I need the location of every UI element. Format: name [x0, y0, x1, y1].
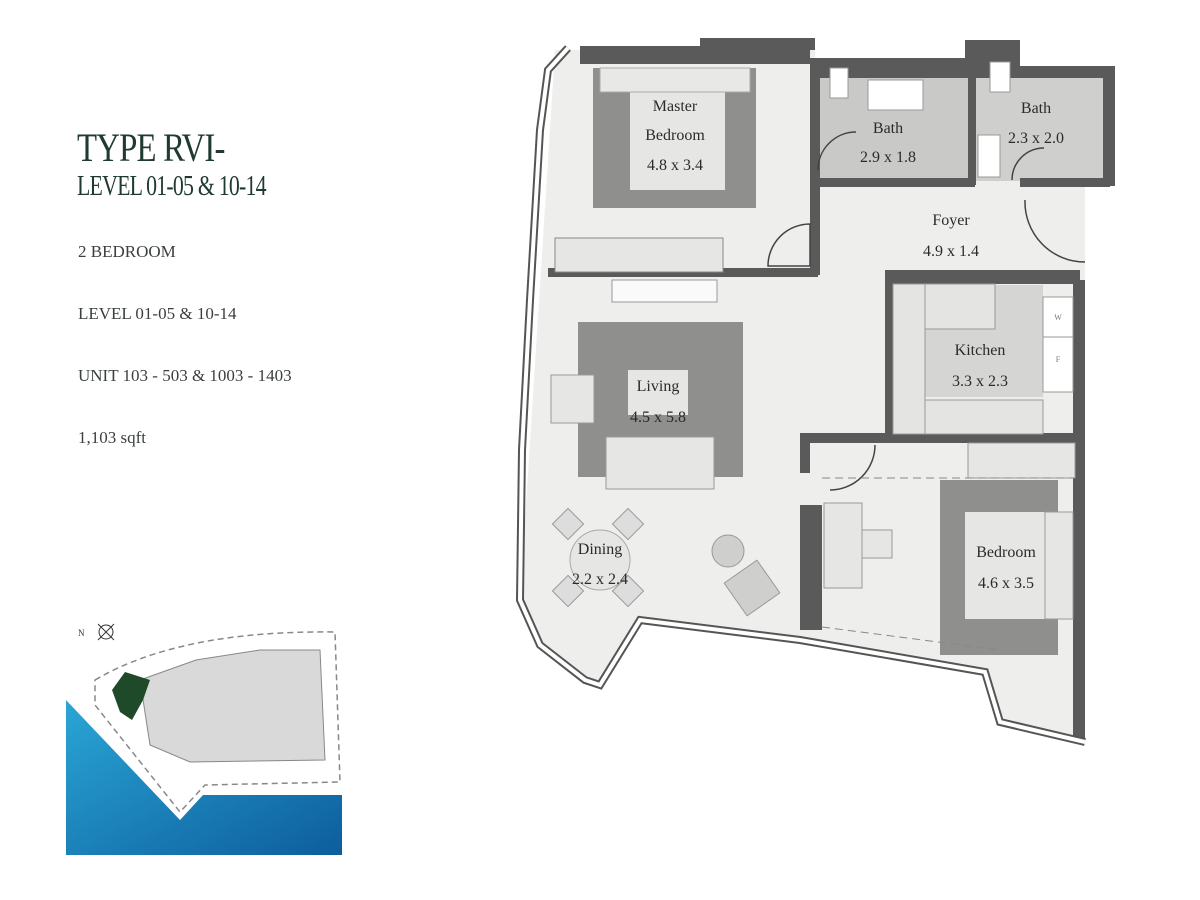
room-size-bath-2: 2.3 x 2.0	[1008, 130, 1064, 147]
room-label-bath-2: Bath	[1021, 100, 1051, 117]
level-range: LEVEL 01-05 & 10-14	[78, 304, 237, 323]
room-label-dining: Dining	[578, 541, 622, 558]
room-size-master: 4.8 x 3.4	[647, 157, 703, 174]
room-label-foyer: Foyer	[932, 212, 970, 229]
unit-title: TYPE RVI-	[77, 125, 225, 170]
compass-icon	[97, 623, 115, 641]
room-size-dining: 2.2 x 2.4	[572, 571, 628, 588]
room-label-bath-1: Bath	[873, 120, 903, 137]
north-label: N	[78, 628, 85, 638]
area-sqft: 1,103 sqft	[78, 428, 146, 447]
highlighted-unit	[112, 672, 150, 720]
room-size-bath-1: 2.9 x 1.8	[860, 149, 916, 166]
room-label-master: Master	[653, 98, 698, 115]
floor-plan: Master Bedroom 4.8 x 3.4 Bath 2.9 x 1.8 …	[515, 38, 1115, 746]
bedroom-count: 2 BEDROOM	[78, 242, 176, 261]
water-area	[66, 700, 342, 855]
unit-subtitle: LEVEL 01-05 & 10-14	[77, 171, 267, 202]
room-size-bedroom: 4.6 x 3.5	[978, 575, 1034, 592]
room-label-bedroom: Bedroom	[976, 544, 1036, 561]
washer-label: W	[1054, 313, 1062, 322]
room-size-living: 4.5 x 5.8	[630, 409, 686, 426]
room-label-living: Living	[637, 378, 680, 395]
room-size-foyer: 4.9 x 1.4	[923, 243, 979, 260]
unit-numbers: UNIT 103 - 503 & 1003 - 1403	[78, 366, 292, 385]
room-label-kitchen: Kitchen	[955, 342, 1006, 359]
room-label-master-2: Bedroom	[645, 127, 705, 144]
room-size-kitchen: 3.3 x 2.3	[952, 373, 1008, 390]
fridge-label: F	[1056, 355, 1061, 364]
site-key-map: N	[66, 623, 342, 855]
